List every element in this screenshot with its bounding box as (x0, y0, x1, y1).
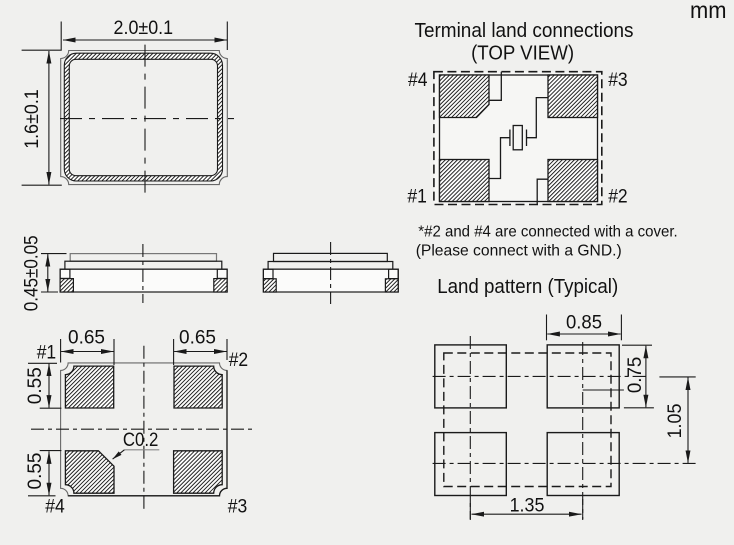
svg-text:#3: #3 (228, 497, 248, 518)
svg-text:(Please connect with a GND.): (Please connect with a GND.) (416, 243, 622, 260)
svg-text:C0.2: C0.2 (123, 430, 158, 451)
svg-text:0.85: 0.85 (566, 313, 602, 334)
svg-text:0.55: 0.55 (25, 453, 46, 490)
svg-text:(TOP VIEW): (TOP VIEW) (471, 42, 574, 64)
svg-text:*#2 and #4 are connected with: *#2 and #4 are connected with a cover. (418, 224, 677, 241)
svg-text:#1: #1 (37, 342, 57, 363)
svg-text:2.0±0.1: 2.0±0.1 (114, 18, 174, 39)
svg-text:#1: #1 (407, 186, 427, 207)
svg-text:#2: #2 (608, 186, 628, 207)
svg-text:#4: #4 (408, 70, 428, 91)
svg-text:0.75: 0.75 (625, 357, 646, 394)
svg-text:1.05: 1.05 (665, 404, 686, 439)
svg-text:#4: #4 (45, 497, 65, 518)
svg-text:0.65: 0.65 (68, 328, 105, 349)
svg-text:0.65: 0.65 (179, 328, 216, 349)
svg-text:mm: mm (690, 0, 727, 23)
svg-text:0.55: 0.55 (25, 367, 46, 404)
svg-text:Land pattern (Typical): Land pattern (Typical) (437, 276, 618, 298)
svg-text:0.45±0.05: 0.45±0.05 (22, 235, 43, 311)
svg-text:Terminal land connections: Terminal land connections (415, 20, 634, 42)
svg-text:1.35: 1.35 (510, 495, 545, 516)
svg-text:1.6±0.1: 1.6±0.1 (22, 89, 43, 149)
svg-text:#2: #2 (229, 350, 249, 371)
svg-text:#3: #3 (608, 70, 628, 91)
